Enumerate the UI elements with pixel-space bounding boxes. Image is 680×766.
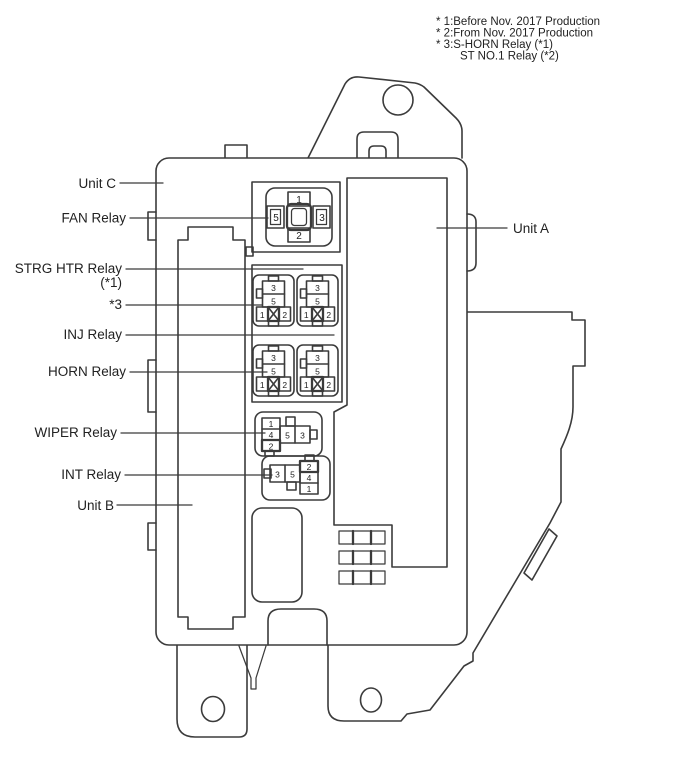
- relay-group-housing: [251, 264, 343, 403]
- fuse-symbol: [338, 529, 386, 546]
- fuse-symbol: [338, 549, 386, 566]
- int-left-tab: [263, 468, 272, 479]
- pin-number: 1: [307, 484, 312, 494]
- mounting-bracket: [307, 76, 463, 159]
- fuse-symbol: [338, 569, 386, 586]
- unit-a-region: [333, 177, 448, 568]
- fan-relay-housing: 1 2 5 3: [245, 181, 341, 257]
- pin-number: 3: [275, 470, 280, 480]
- callout-labels: Unit C FAN Relay STRG HTR Relay (*1) *3 …: [15, 176, 549, 513]
- bracket-hole: [382, 84, 414, 116]
- int-relay-housing: 3 5 2 4 1: [261, 454, 331, 501]
- leader-lines: [116, 182, 508, 506]
- wiper-right-tab: [309, 429, 318, 440]
- pin-number: 1: [269, 419, 274, 429]
- pin-number: 5: [290, 470, 295, 480]
- pin-number: 2: [307, 462, 312, 472]
- label-strg-htr-relay: STRG HTR Relay: [15, 261, 123, 276]
- label-strg-htr-relay-note: (*1): [100, 275, 122, 290]
- footnotes: * 1:Before Nov. 2017 Production * 2:From…: [436, 16, 600, 63]
- left-edge-bump-2: [147, 359, 157, 413]
- left-mounting-tab: [176, 644, 248, 738]
- fan-housing-foot: [245, 246, 254, 257]
- fan-pin-bottom-box: [287, 227, 311, 243]
- top-clip-notch: [368, 145, 387, 159]
- fan-pin-left-box: [266, 205, 285, 229]
- bottom-edge-hump: [267, 608, 328, 646]
- top-clip-outer: [356, 131, 399, 159]
- left-tab-notch: [238, 645, 267, 690]
- label-horn-relay: HORN Relay: [48, 364, 126, 379]
- pin-number: 4: [269, 430, 274, 440]
- label-unit-c: Unit C: [78, 176, 116, 191]
- left-tab-hole: [200, 695, 226, 723]
- fan-relay-connector: 1 2 5 3: [266, 191, 331, 243]
- int-relay-slot: [261, 455, 331, 501]
- label-fan-relay: FAN Relay: [61, 211, 126, 226]
- footnote-line-2: * 2:From Nov. 2017 Production: [436, 28, 593, 40]
- footnote-line-4: ST NO.1 Relay (*2): [460, 51, 559, 63]
- pin-number: 2: [296, 231, 302, 242]
- fan-relay-slot: [265, 187, 333, 247]
- right-extension-plate: [327, 311, 586, 722]
- label-wiper-relay: WIPER Relay: [34, 425, 117, 440]
- fan-center-body: [285, 202, 313, 232]
- pin-number: 5: [285, 431, 290, 441]
- right-edge-bump: [466, 213, 477, 272]
- left-edge-bump-3: [147, 522, 157, 551]
- pin-number: 5: [273, 213, 279, 224]
- fan-pin-top-box: [287, 191, 311, 207]
- label-unit-b: Unit B: [77, 498, 114, 513]
- label-int-relay: INT Relay: [61, 467, 121, 482]
- blank-slot: [251, 507, 303, 603]
- pin-number: 1: [296, 195, 302, 206]
- footnote-line-3: * 3:S-HORN Relay (*1): [436, 39, 553, 51]
- left-edge-bump-1: [147, 211, 157, 241]
- pin-number: 2: [269, 442, 274, 452]
- pin-number: 3: [319, 213, 325, 224]
- pin-number: 3: [300, 431, 305, 441]
- label-note3-ref: *3: [109, 297, 122, 312]
- right-tab-hole: [359, 687, 383, 713]
- fan-pin-right-box: [312, 205, 331, 229]
- right-edge-tab: [523, 528, 558, 581]
- pin-number: 4: [307, 473, 312, 483]
- fuse-symbols: [338, 529, 386, 586]
- footnote-line-1: * 1:Before Nov. 2017 Production: [436, 16, 600, 28]
- unit-b-region: [177, 226, 246, 630]
- label-unit-a: Unit A: [513, 221, 549, 236]
- label-inj-relay: INJ Relay: [63, 327, 122, 342]
- top-edge-tab: [224, 144, 248, 159]
